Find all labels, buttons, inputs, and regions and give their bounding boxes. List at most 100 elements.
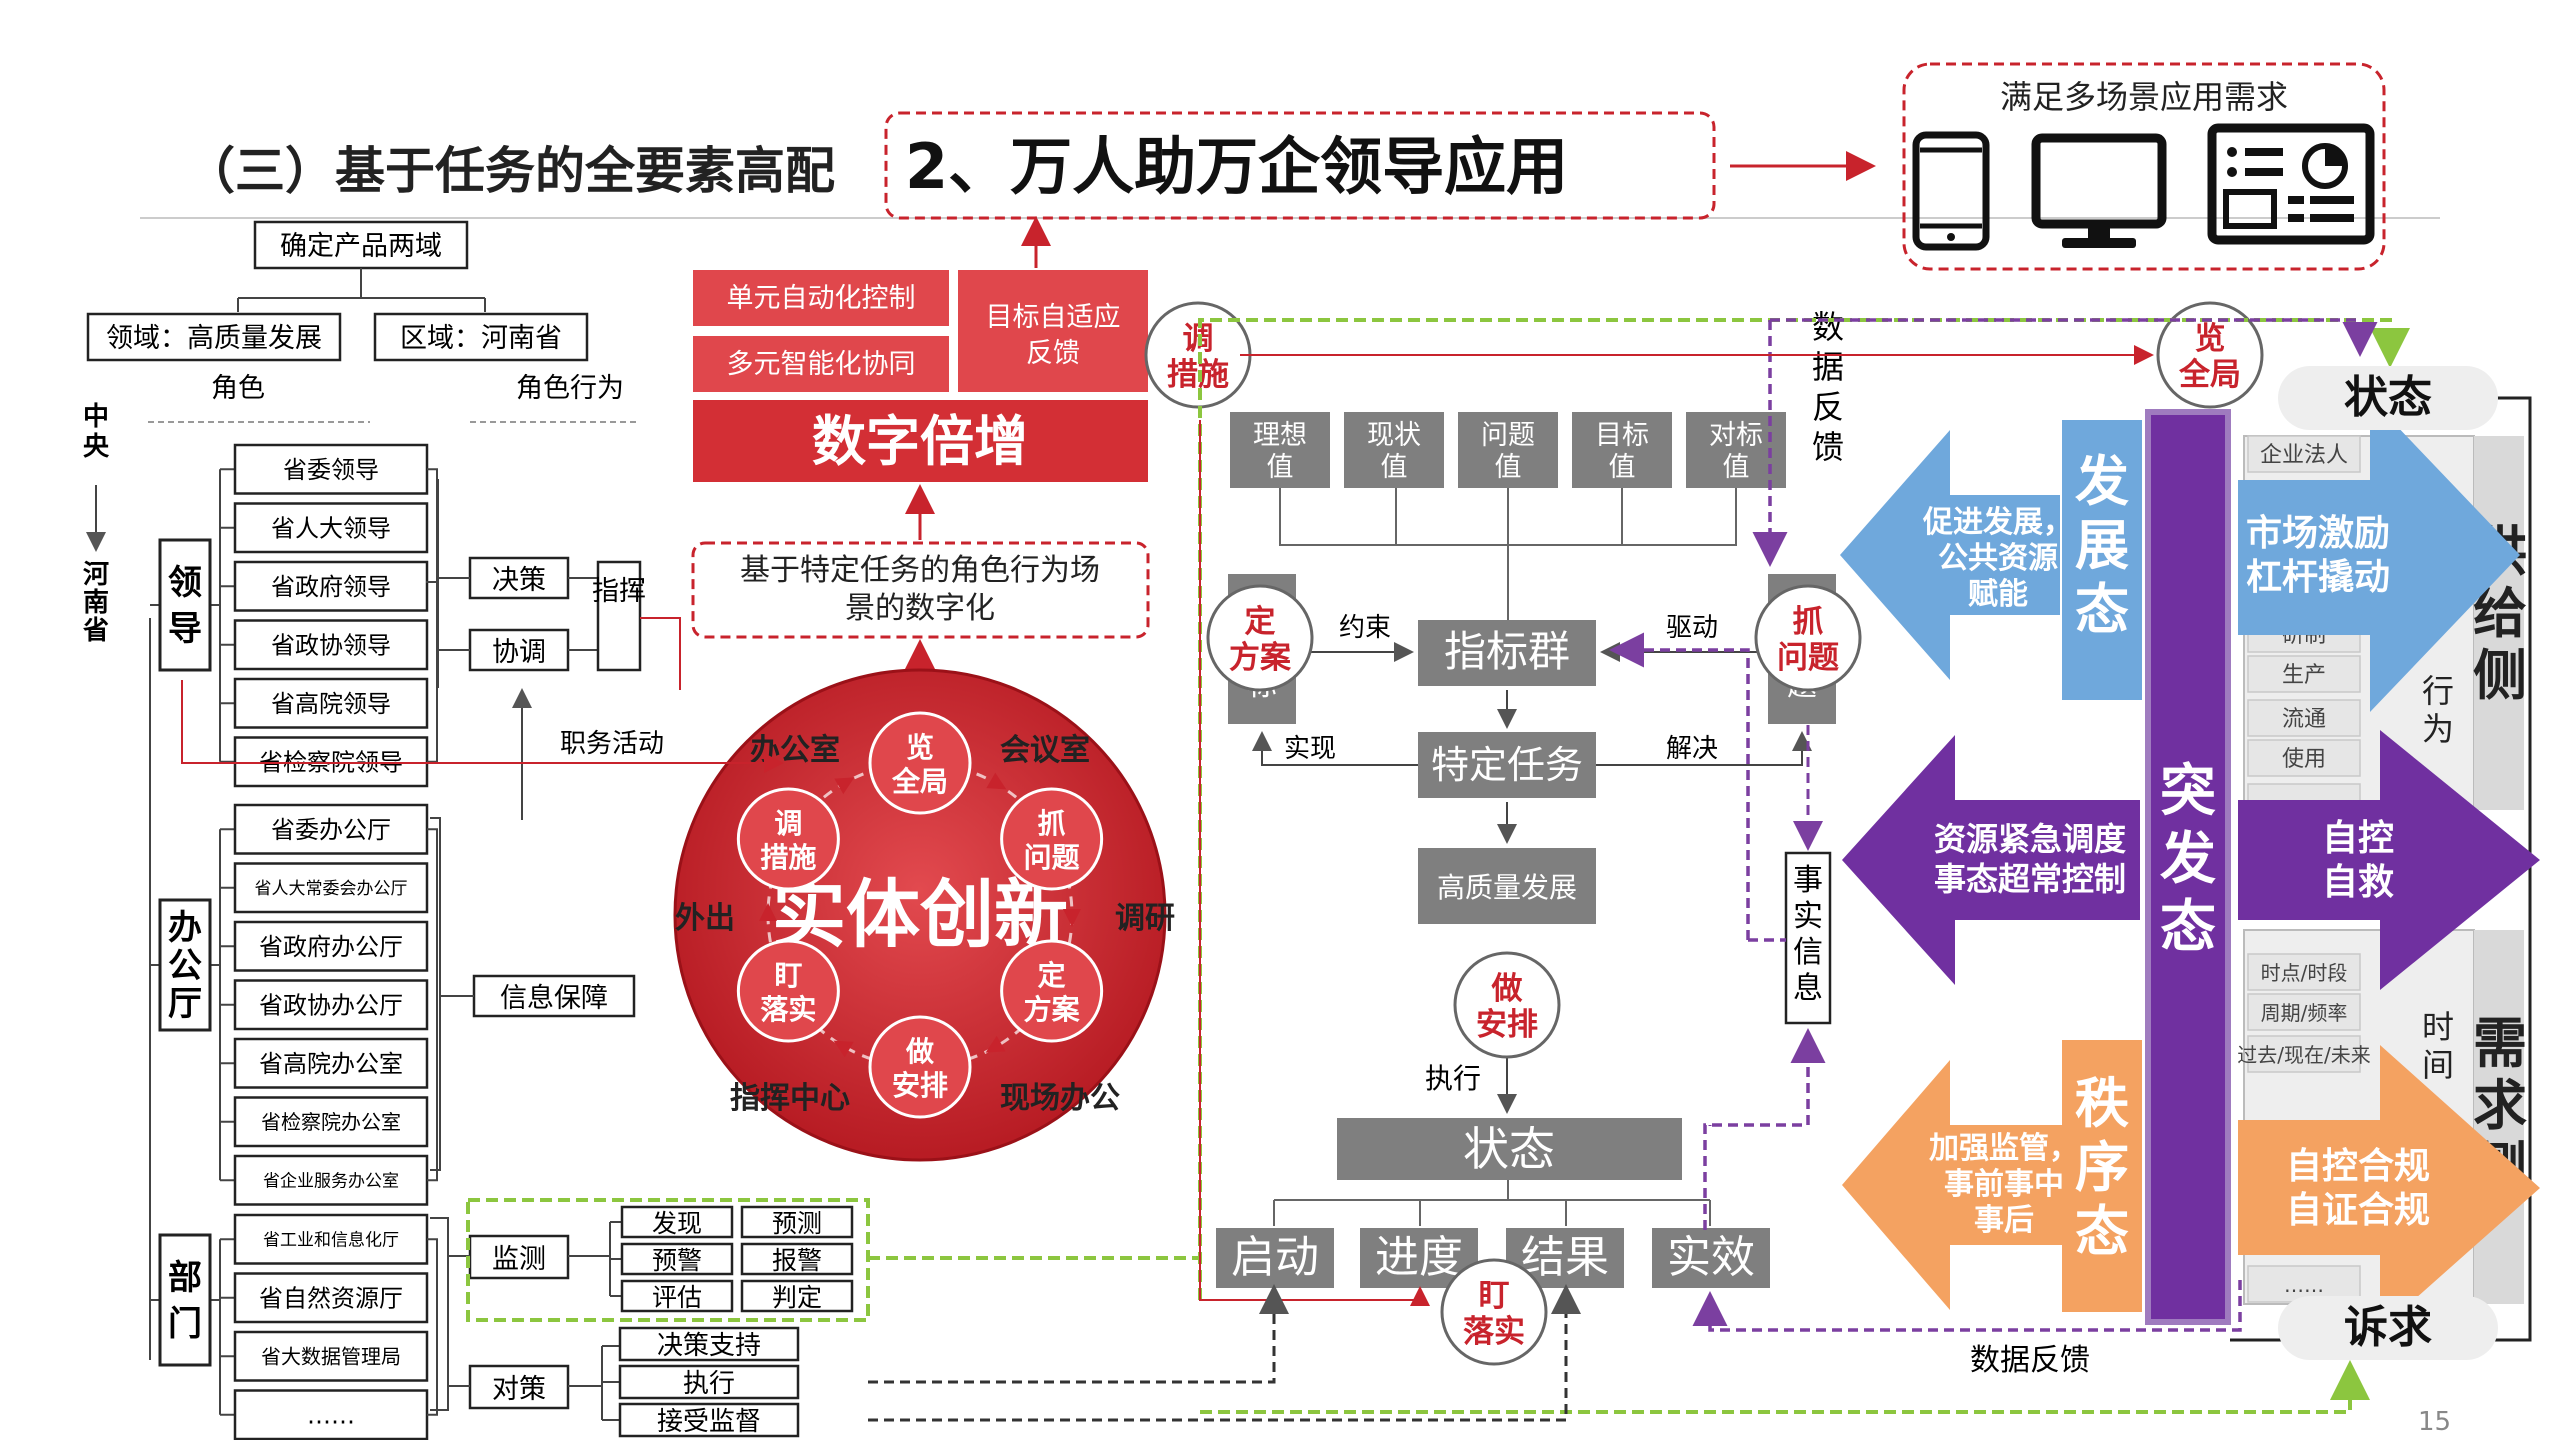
behavior-text: 行为 (2422, 672, 2454, 748)
monitor-item-box (620, 1205, 734, 1239)
state-pill (2278, 366, 2498, 430)
phone-icon (1912, 131, 1990, 251)
cycle-arrow (986, 772, 1007, 790)
cycle-node (1000, 787, 1104, 891)
emergency-state-text: 突发态 (2160, 759, 2216, 960)
status-box (1337, 1118, 1682, 1180)
svg-text:数字倍增: 数字倍增 (812, 410, 1028, 473)
monitor-item-box (740, 1242, 854, 1276)
time-row: 过去/现在/未来 (2237, 1043, 2370, 1067)
region-box: 区域：河南省 (400, 323, 562, 354)
place-label: 会议室 (1000, 733, 1090, 768)
market-text: 市场激励杠杆撬动 (2246, 513, 2390, 598)
value-box (1230, 412, 1330, 488)
counter-item: 执行 (683, 1369, 735, 1399)
emergency-text: 资源紧急调度事态超常控制 (1934, 820, 2126, 898)
org-group-label-box (158, 898, 212, 1032)
org-item-box (233, 862, 429, 914)
time-row-box (2247, 1035, 2361, 1073)
entity-row: 企业法人 (2260, 443, 2348, 468)
time-text: 时间 (2422, 1008, 2454, 1084)
fact-info-box (1784, 851, 1832, 1025)
cycle-node (736, 787, 840, 891)
svg-text:高质量发展: 高质量发展 (1437, 871, 1577, 904)
axis-top: 中央 (83, 402, 110, 462)
duty-activity-label: 职务活动 (560, 729, 664, 759)
development-arrow (1840, 430, 2060, 680)
time-row-box (2247, 953, 2361, 991)
entity-row-box (2247, 655, 2361, 693)
org-item-box (233, 502, 429, 554)
monitor-items: 发现预测预警报警评估判定 (568, 1205, 854, 1313)
cycle-arrow (759, 903, 777, 921)
order-text: 加强监管，事前事中事后 (1929, 1131, 2079, 1238)
org-groups: 领导省委领导省人大领导省政府领导省政协领导省高院领导省检察院领导办公厅省委办公厅… (150, 443, 438, 1440)
time-row-box (2247, 993, 2361, 1031)
org-item: 省检察院办公室 (261, 1110, 401, 1134)
self-control-text: 自控自救 (2322, 818, 2394, 903)
compliance-text: 自控合规自证合规 (2286, 1146, 2430, 1231)
order-arrow (1842, 1060, 2062, 1310)
monitor-item-box (740, 1279, 854, 1313)
org-item-box (233, 979, 429, 1031)
svg-text:约束: 约束 (1339, 613, 1391, 643)
org-item: 省委领导 (283, 456, 379, 484)
org-item: 省自然资源厅 (259, 1284, 403, 1312)
svg-text:状态: 状态 (1463, 1122, 1555, 1176)
value-label: 目标值 (1595, 420, 1649, 483)
demand-frame (1902, 62, 2386, 271)
workflow-node-plan (1206, 584, 1314, 692)
monitor-icon (2031, 133, 2167, 248)
development-state-text: 发展态 (2075, 450, 2129, 641)
cycle-arrow (985, 1035, 1006, 1053)
org-item-box (233, 619, 429, 671)
workflow-node-label: 盯落实 (1463, 1278, 1525, 1350)
scene-digital-text: 基于特定任务的角色行为场景的数字化 (740, 553, 1100, 626)
monitor-item: 发现 (652, 1209, 702, 1238)
org-item-box (233, 1272, 429, 1324)
org-item: 省高院办公室 (259, 1050, 403, 1078)
org-item-box (233, 1154, 429, 1206)
svg-text:指标群: 指标群 (1444, 627, 1570, 676)
value-box (1572, 412, 1672, 488)
appeal-pill (2278, 1296, 2498, 1360)
axis-bottom: 河南省 (82, 560, 109, 646)
cycle-node (736, 939, 840, 1043)
indicator-group-box (1418, 620, 1596, 686)
cycle-arrow (1063, 909, 1081, 927)
stage-box (1216, 1228, 1334, 1288)
org-item: 省政协领导 (271, 631, 391, 659)
org-item-box (233, 1037, 429, 1089)
monitoring-box: 监测 (492, 1244, 546, 1275)
workflow-node-label: 做安排 (1476, 971, 1538, 1043)
svg-text:执行: 执行 (1425, 1062, 1481, 1095)
market-arrow (2238, 398, 2520, 712)
entity-row-box (2247, 435, 2361, 473)
time-rows: 时点/时段周期/频率过去/现在/未来…… (2237, 953, 2371, 1303)
field-box: 领域：高质量发展 (106, 323, 322, 354)
emergency-state-box (2145, 409, 2231, 1325)
fact-info-text: 事实信息 (1793, 863, 1823, 1006)
emergency-arrow (1842, 735, 2140, 985)
countermeasure-box: 对策 (492, 1374, 546, 1405)
cycle-arrow (833, 1040, 854, 1058)
counter-item-box (618, 1326, 800, 1362)
role-behavior-label: 角色行为 (516, 373, 624, 404)
org-group-label: 办公厅 (168, 908, 202, 1024)
workflow-node-arrange (1453, 951, 1561, 1059)
dashboard-icon (2207, 123, 2375, 245)
entity-row: 使用 (2282, 747, 2326, 772)
digital-multiply-box (693, 400, 1148, 482)
value-label: 对标值 (1709, 420, 1763, 483)
org-item-box (233, 920, 429, 972)
left-org: 确定产品两域 领域：高质量发展 区域：河南省 角色 角色行为 中央 河南省 (82, 220, 640, 1360)
command-box: 指挥 (592, 576, 646, 607)
places: 办公室会议室调研现场办公指挥中心外出 (675, 733, 1175, 1116)
multi-collab-box (693, 336, 949, 392)
workflow-node-label: 定方案 (1229, 604, 1292, 676)
entity-row: 流通 (2282, 707, 2326, 732)
value-box (1344, 412, 1444, 488)
org-item-box (233, 560, 429, 612)
